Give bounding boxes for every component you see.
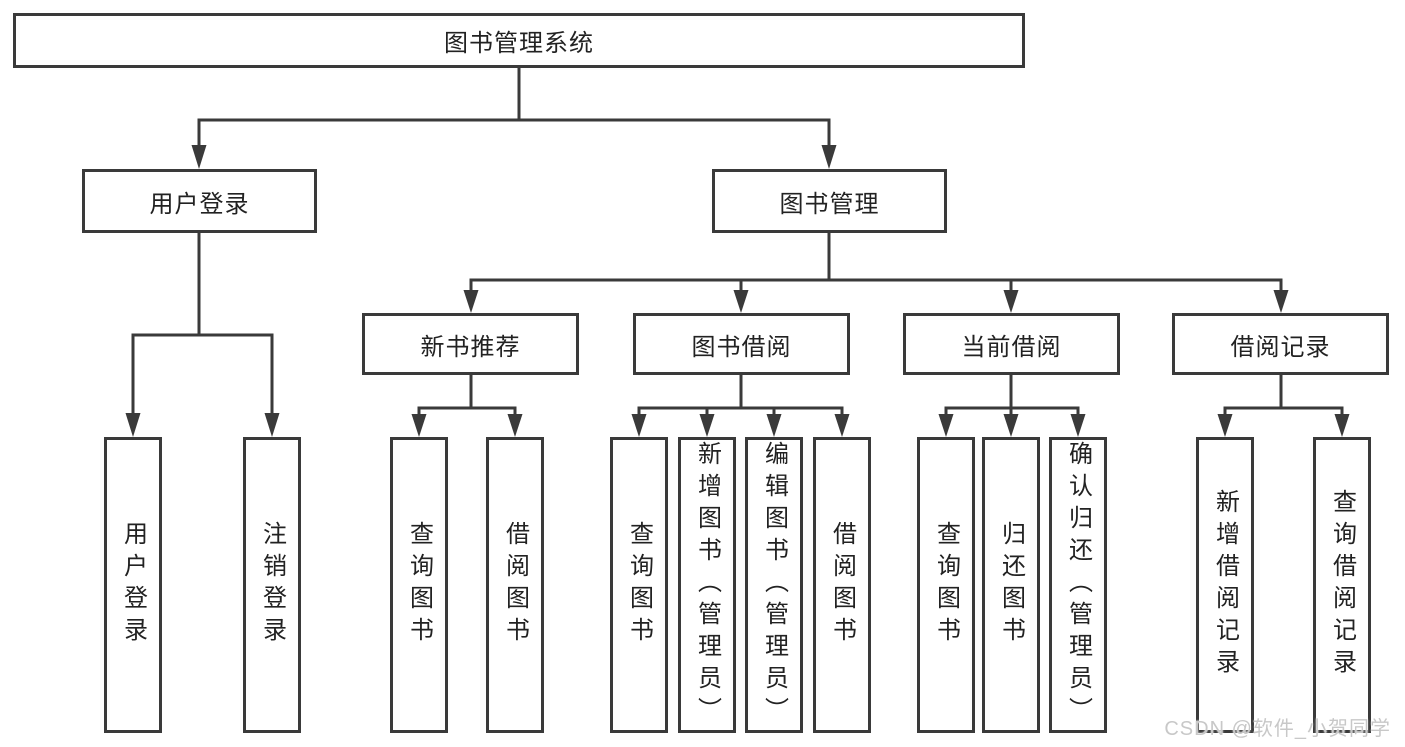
leaf-cb-return-book: 归还图书: [982, 437, 1040, 733]
leaf-bb-add-book-admin: 新增图书（管理员）: [678, 437, 736, 733]
leaf-cb-query-book: 查询图书: [917, 437, 975, 733]
connector-borrow-records-children: [1217, 373, 1350, 437]
connector-current-borrow-children: [938, 373, 1086, 437]
connector-user-login-children: [125, 231, 280, 437]
watermark: CSDN @软件_小贺同学: [1164, 718, 1391, 740]
connector-book-borrow-children: [631, 373, 850, 437]
connector-new-book-children: [411, 373, 523, 437]
leaf-bb-edit-book-admin: 编辑图书（管理员）: [745, 437, 803, 733]
node-current-borrowing: 当前借阅: [903, 313, 1120, 375]
node-borrow-records: 借阅记录: [1172, 313, 1389, 375]
leaf-cb-confirm-return-admin: 确认归还（管理员）: [1049, 437, 1107, 733]
leaf-bb-borrow-book: 借阅图书: [813, 437, 871, 733]
leaf-nb-query-book: 查询图书: [390, 437, 448, 733]
node-library-system: 图书管理系统: [13, 13, 1025, 68]
connector-root-to-level2: [191, 66, 837, 169]
node-book-management: 图书管理: [712, 169, 947, 233]
connector-book-mgmt-children: [463, 231, 1289, 313]
node-book-borrowing: 图书借阅: [633, 313, 850, 375]
leaf-bb-query-book: 查询图书: [610, 437, 668, 733]
leaf-nb-borrow-book: 借阅图书: [486, 437, 544, 733]
leaf-br-query-record: 查询借阅记录: [1313, 437, 1371, 733]
node-user-login: 用户登录: [82, 169, 317, 233]
node-new-book-recommend: 新书推荐: [362, 313, 579, 375]
leaf-logout: 注销登录: [243, 437, 301, 733]
leaf-user-login: 用户登录: [104, 437, 162, 733]
leaf-br-add-record: 新增借阅记录: [1196, 437, 1254, 733]
